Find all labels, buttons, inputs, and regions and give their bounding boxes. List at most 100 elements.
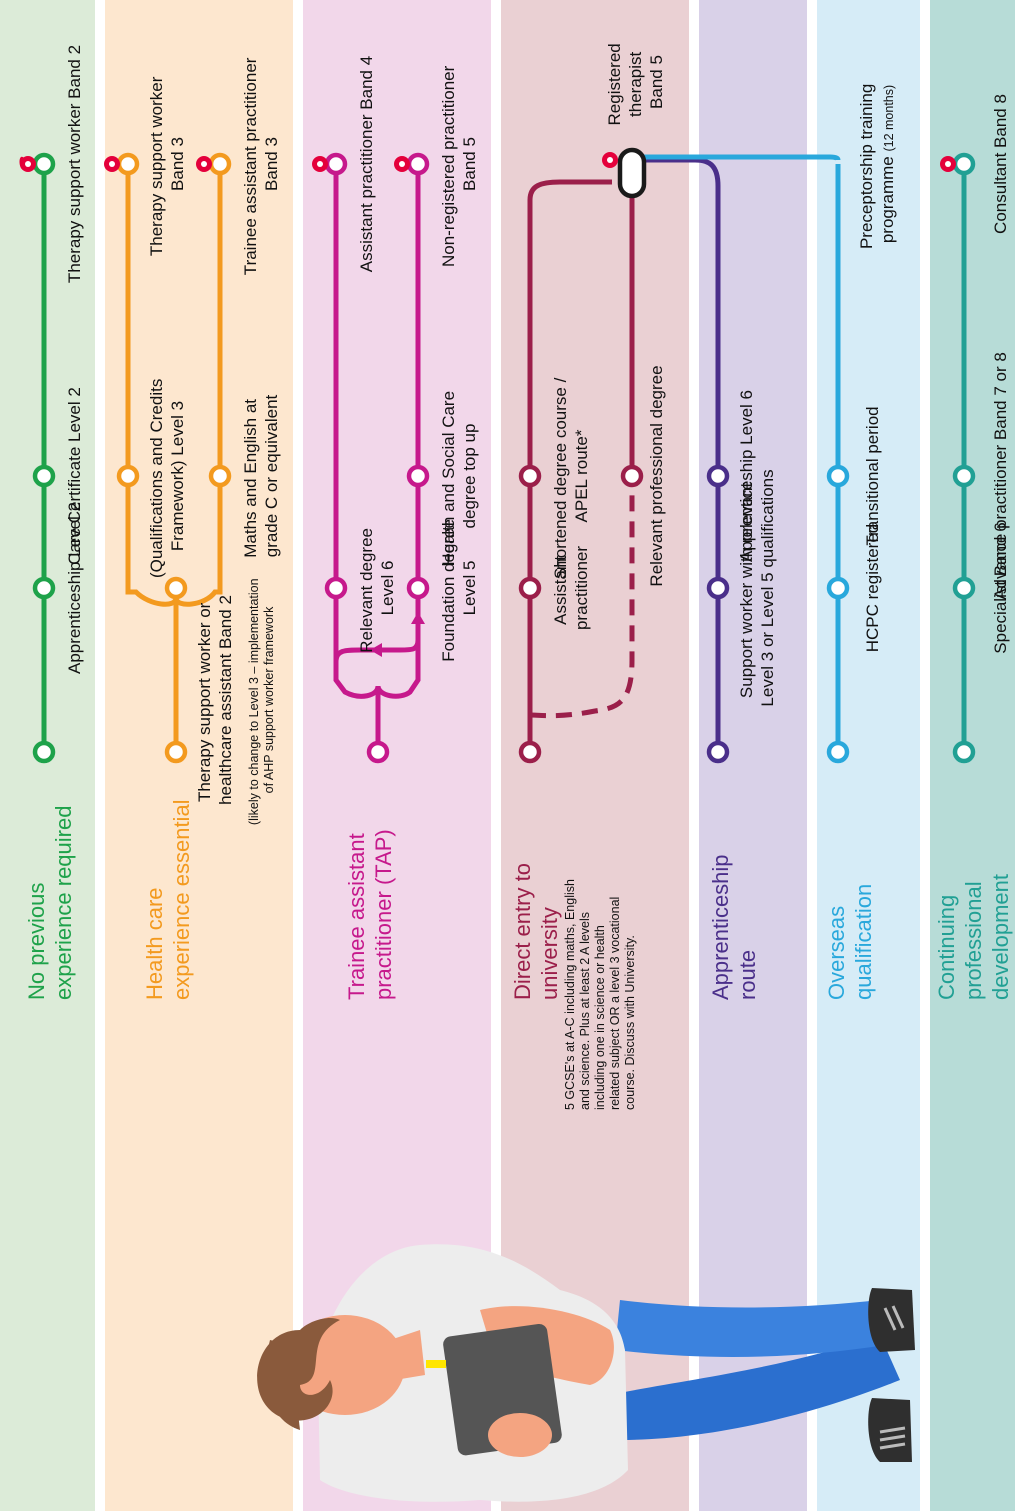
pink-lower-stop-label: Foundation degree Level 5 [439, 514, 479, 661]
maroon-assistant-line-1: Assistant [551, 556, 570, 625]
blue-end-line-2-small: (12 months) [882, 85, 896, 152]
purple-station-1 [706, 576, 730, 600]
maroon-end-line-3: Band 5 [647, 55, 666, 109]
orange-station-lower-end [208, 152, 232, 176]
orange-upper-mid-line-1: (Qualifications and Credits [147, 379, 166, 578]
maroon-station-shortened [518, 464, 542, 488]
blue-station-1 [826, 576, 850, 600]
maroon-end-line-2: therapist [626, 51, 645, 116]
maroon-relevant-label: Relevant professional degree [647, 365, 666, 586]
teal-stop-1-label: Specialist Band 6 [991, 522, 1010, 653]
green-station-end [32, 152, 56, 176]
pink-arrow-1 [370, 643, 382, 657]
lane-title-teal: Continuing professional development [934, 874, 1013, 1000]
pin-pink-lower-icon [394, 156, 410, 172]
person-trousers-right [615, 1300, 885, 1357]
maroon-end-line-1: Registered [605, 43, 624, 125]
lane-title-blue: Overseas qualification [824, 884, 876, 1000]
orange-station-lower-mid [208, 464, 232, 488]
route-orange [125, 160, 223, 752]
orange-lower-end-label: Trainee assistant practitioner Band 3 [241, 53, 281, 275]
pink-lower-mid-line-1: Health and Social Care [439, 391, 458, 566]
lane-title-maroon: Direct entry to university [510, 857, 562, 1000]
maroon-shortened-line-2: APEL route* [572, 429, 591, 522]
orange-upper-mid-label: (Qualifications and Credits Framework) L… [147, 374, 187, 578]
orange-lower-end-line-2: Band 3 [262, 137, 281, 191]
pink-station-lower-mid [406, 464, 430, 488]
orange-start-note-line-1: (likely to change to Level 3 – implement… [247, 578, 261, 825]
orange-start-label: Therapy support worker or healthcare ass… [195, 595, 235, 805]
person-shoe-right-stripe [879, 1426, 906, 1450]
stations [32, 147, 976, 764]
blue-stop-2-label: Transitional period [863, 406, 882, 545]
green-stop-2-label: Care Certificate Level 2 [65, 387, 84, 565]
maroon-req-line-1: 5 GCSE's at A-C including maths, English [563, 879, 577, 1110]
maroon-assistant-line-2: practitioner [572, 546, 591, 630]
lane-title-pink-line-1: Trainee assistant [344, 833, 369, 1000]
teal-stop-2-line-1: Advance practitioner Band 7 or 8 [991, 352, 1010, 600]
pink-upper-stop-line-2: Level 6 [378, 561, 397, 616]
pin-teal-icon [940, 156, 956, 172]
orange-lower-mid-line-1: Maths and English at [241, 399, 260, 558]
purple-station-start [706, 740, 730, 764]
maroon-shortened-curve [527, 179, 612, 201]
pink-lower-mid-line-2: degree top up [460, 424, 479, 529]
orange-start-note-line-2: of AHP support worker framework [262, 606, 276, 793]
green-station-2 [32, 464, 56, 488]
teal-station-end [952, 152, 976, 176]
purple-stop-1-line-2: Level 3 or Level 5 qualifications [758, 469, 777, 706]
green-station-1 [32, 576, 56, 600]
purple-stop-2-label: Apprenticeship Level 6 [737, 390, 756, 562]
route-maroon [527, 179, 635, 752]
teal-station-2 [952, 464, 976, 488]
lane-title-green-line-1: No previous [24, 883, 49, 1000]
lane-title-teal-line-3: development [988, 874, 1013, 1000]
pin-orange-lower-icon [196, 156, 212, 172]
orange-upper-mid-line-2: Framework) Level 3 [168, 401, 187, 551]
maroon-shortened-line-1: Shortened degree course / [551, 377, 570, 579]
maroon-interchange [617, 147, 647, 199]
person-badge [426, 1360, 446, 1368]
lane-title-orange-line-2: experience essential [169, 799, 194, 1000]
orange-station-upper-end [116, 152, 140, 176]
lane-title-orange-line-1: Health care [142, 887, 167, 1000]
green-stop-1-label: Apprenticeship Level 2 [65, 502, 84, 674]
blue-end-line-2: programme (12 months) [878, 85, 897, 243]
orange-upper-end-line-2: Band 3 [168, 137, 187, 191]
maroon-station-relevant [620, 464, 644, 488]
green-stop-end-label: Therapy support worker Band 2 [65, 45, 84, 283]
person-hair-top [265, 1340, 300, 1430]
pink-upper-end-label: Assistant practitioner Band 4 [357, 56, 376, 272]
orange-lower-end-line-1: Trainee assistant practitioner [241, 57, 260, 275]
blue-station-start [826, 740, 850, 764]
teal-stop-end-line-1: Consultant Band 8 [991, 94, 1010, 234]
blue-end-line-2-main: programme [878, 156, 897, 243]
lane-title-maroon-line-1: Direct entry to [510, 863, 535, 1000]
maroon-requirements-note: 5 GCSE's at A-C including maths, English… [563, 876, 637, 1110]
pink-upper-end-line-1: Assistant practitioner Band 4 [357, 56, 376, 272]
blue-stop-2-line-1: Transitional period [863, 406, 882, 545]
maroon-req-line-3: including one in science or health [593, 925, 607, 1110]
blue-stop-1-label: HCPC registered [863, 524, 882, 653]
orange-lower-mid-label: Maths and English at grade C or equivale… [241, 394, 281, 558]
blue-stop-1-line-1: HCPC registered [863, 524, 882, 653]
pink-lower-end-label: Non-registered practitioner Band 5 [439, 61, 479, 267]
pink-station-upper [324, 576, 348, 600]
pink-arrow-2 [411, 612, 425, 624]
orange-station-upper-mid [116, 464, 140, 488]
teal-station-1 [952, 576, 976, 600]
maroon-relevant-line-1: Relevant professional degree [647, 365, 666, 586]
pink-station-upper-end [324, 152, 348, 176]
pink-lower-end-line-1: Non-registered practitioner [439, 65, 458, 267]
purple-station-2 [706, 464, 730, 488]
lane-title-green: No previous experience required [24, 806, 76, 1000]
blue-station-2 [826, 464, 850, 488]
maroon-req-line-5: course. Discuss with University. [623, 935, 637, 1110]
lane-title-purple: Apprenticeship route [708, 848, 760, 1000]
person-hand [488, 1413, 552, 1457]
pink-lower-mid-label: Health and Social Care degree top up [439, 386, 479, 566]
lane-title-pink-line-2: practitioner (TAP) [371, 829, 396, 1000]
lane-title-teal-line-2: professional [961, 881, 986, 1000]
